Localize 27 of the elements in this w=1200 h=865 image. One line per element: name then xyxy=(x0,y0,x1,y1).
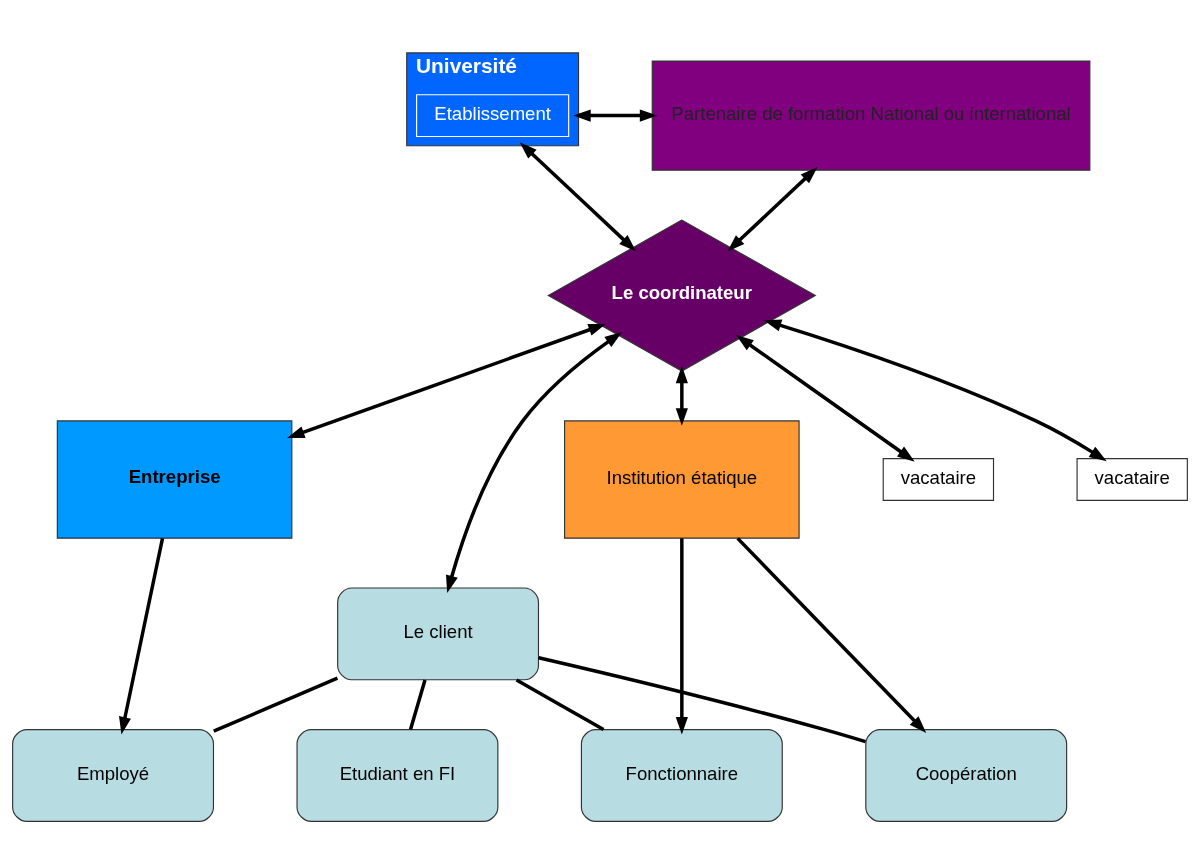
node-box: Le client xyxy=(337,587,540,681)
node-diamond: Le coordinateur xyxy=(547,219,817,372)
node-box: Entreprise xyxy=(56,420,293,539)
arrow xyxy=(119,537,165,735)
connector xyxy=(408,679,427,731)
arrow xyxy=(763,319,1107,462)
arrow xyxy=(675,365,688,426)
arrow xyxy=(445,332,623,593)
node-box: Fonctionnaire xyxy=(580,729,783,822)
node-box: vacataire xyxy=(1076,458,1188,501)
connector xyxy=(538,656,866,744)
connector xyxy=(515,678,605,732)
arrow xyxy=(736,537,927,734)
arrow xyxy=(287,323,606,439)
node-box: Partenaire de formation National ou international xyxy=(651,60,1091,171)
arrow xyxy=(519,142,637,252)
arrow xyxy=(675,538,688,735)
connector xyxy=(213,676,339,733)
node-box: Etablissement xyxy=(416,94,570,138)
arrow xyxy=(573,109,658,122)
node-box: Employé xyxy=(12,729,215,822)
arrow xyxy=(736,335,915,462)
node-box: Etudiant en FI xyxy=(296,729,499,822)
node-box: vacataire xyxy=(882,458,995,501)
arrow xyxy=(727,166,818,252)
node-box: Coopération xyxy=(865,729,1068,822)
node-box: Institution étatique xyxy=(564,420,800,539)
